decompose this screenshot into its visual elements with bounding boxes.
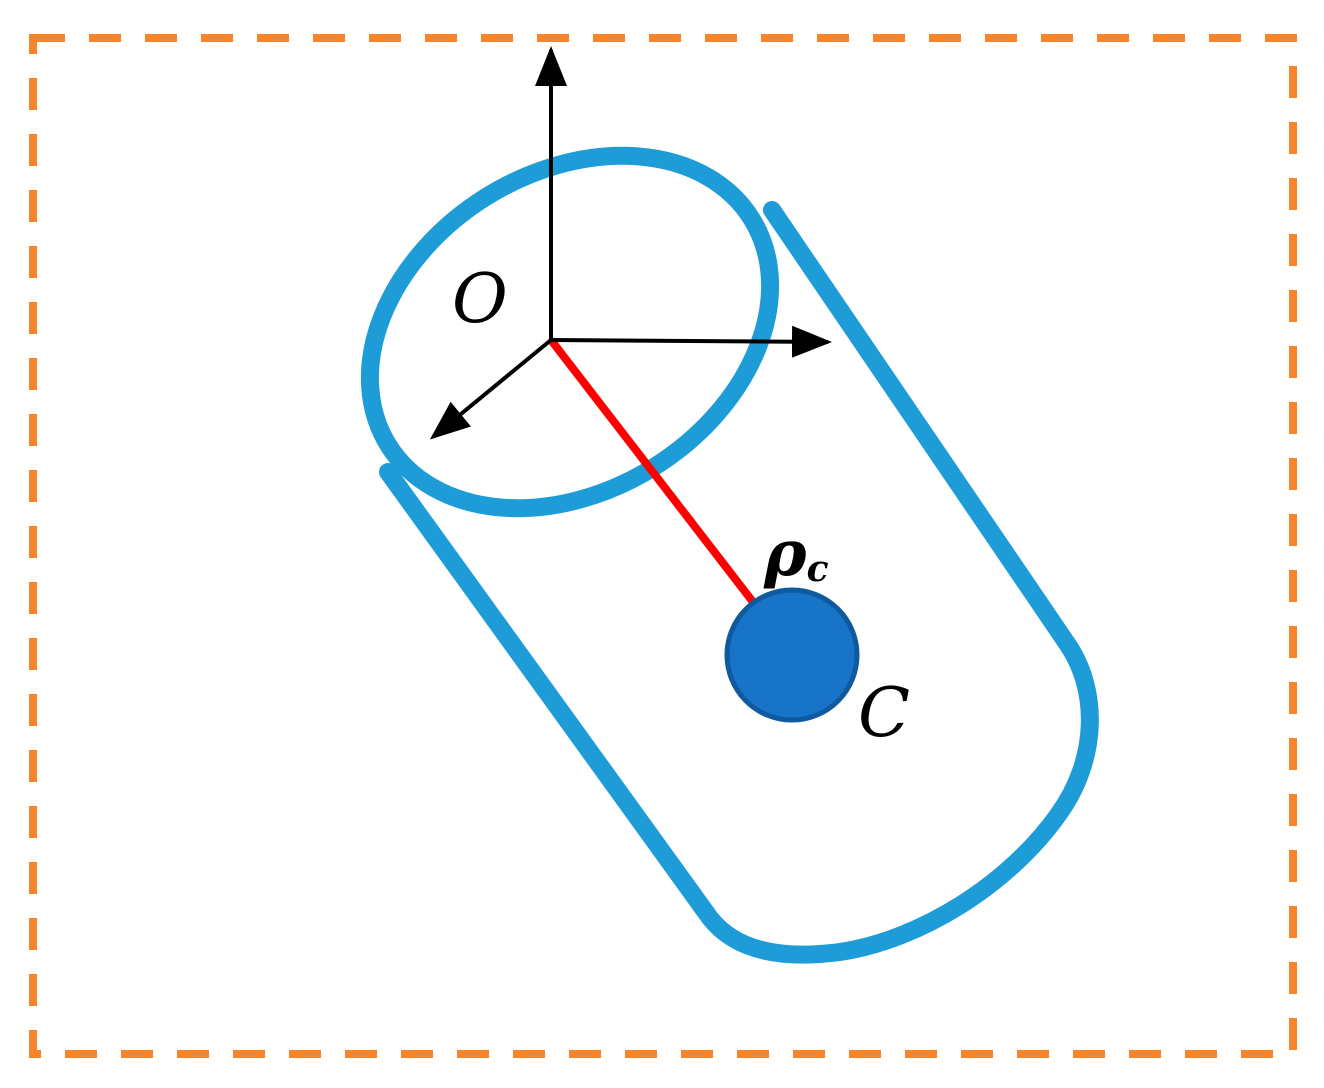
rho-vector-line: [547, 337, 757, 605]
y-axis-arrow: [550, 325, 832, 358]
origin-label: O: [452, 260, 508, 339]
center-point: [724, 587, 860, 723]
cylinder-top-ellipse: [360, 146, 780, 518]
dashed-frame: [29, 34, 1297, 1058]
rho-label: ρc: [763, 516, 829, 591]
rho-symbol: ρ: [763, 516, 807, 591]
cylinder-body: [379, 201, 1099, 964]
center-label: C: [858, 674, 910, 753]
rho-subscript: c: [807, 548, 829, 590]
x-axis-arrow: [429, 338, 553, 440]
